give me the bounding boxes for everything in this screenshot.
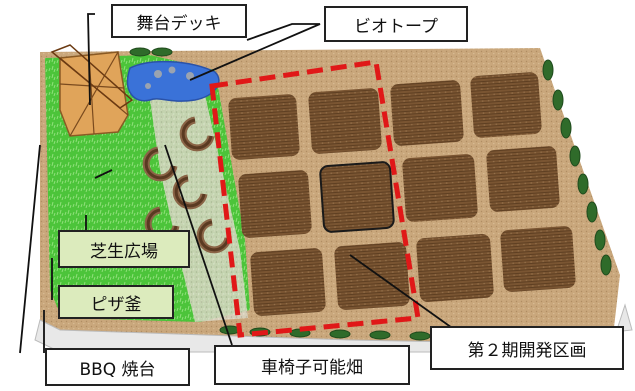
label-biotope: ビオトープ	[324, 6, 468, 42]
field-plot	[402, 154, 478, 222]
label-pizza-oven: ピザ釜	[58, 285, 174, 319]
gravel-strip	[150, 95, 248, 322]
field-plot	[470, 72, 542, 138]
field-plot	[250, 248, 326, 316]
site-wall	[34, 303, 633, 353]
deck-roof-beams	[50, 44, 134, 109]
biotope-pond	[126, 60, 220, 102]
label-lawn-plaza: 芝生広場	[58, 230, 190, 268]
label-phase2-area: 第２期開発区画	[430, 326, 624, 370]
field-plot	[486, 146, 560, 212]
pond-stone	[154, 70, 162, 78]
label-wheelchair-field: 車椅子可能畑	[214, 345, 410, 385]
field-plot	[228, 94, 300, 160]
field-plot	[308, 88, 382, 154]
field-plot	[334, 242, 410, 310]
field-plot	[416, 234, 494, 302]
label-bbq-stand: BBQ 焼台	[45, 348, 190, 386]
pond-stone	[145, 83, 151, 89]
pond-stone	[168, 66, 176, 74]
phase2-outline	[209, 59, 421, 338]
label-stage-deck: 舞台デッキ	[111, 4, 247, 38]
field-plot	[319, 161, 395, 233]
field-plots	[228, 72, 576, 316]
field-plot	[500, 226, 576, 292]
pond-stone	[186, 72, 194, 80]
field-plot	[390, 80, 464, 146]
field-plot	[238, 170, 312, 238]
